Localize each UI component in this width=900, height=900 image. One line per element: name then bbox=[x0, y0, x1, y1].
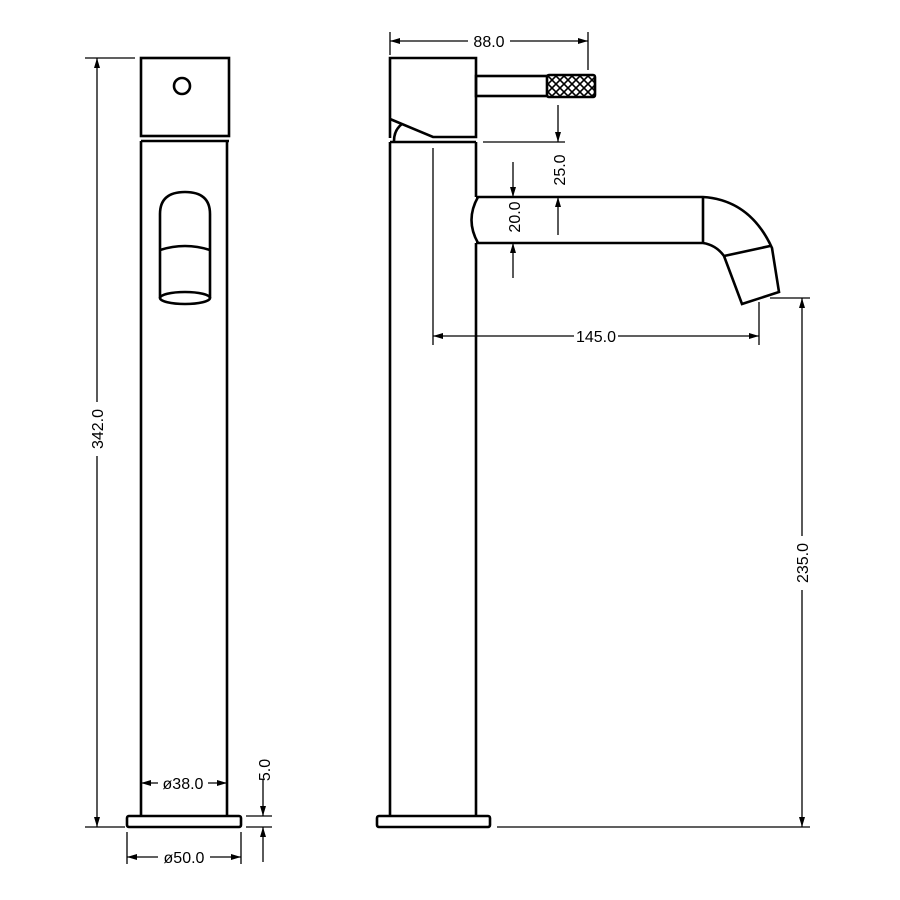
handle-body bbox=[388, 56, 478, 139]
body-tube bbox=[139, 141, 229, 816]
base-plate bbox=[125, 814, 243, 829]
base-diameter-label: ø50.0 bbox=[164, 850, 205, 867]
overall-height-label: 342.0 bbox=[90, 409, 107, 449]
slot-bottom bbox=[158, 290, 212, 306]
spout-end bbox=[470, 196, 480, 244]
spout bbox=[476, 195, 781, 306]
side-view: 88.0 25.0 20.0 145.0 235.0 bbox=[375, 32, 812, 829]
handle-curve bbox=[392, 122, 403, 142]
handle-reach-label: 88.0 bbox=[473, 34, 504, 51]
spout-diameter-label: 20.0 bbox=[507, 201, 524, 232]
knurled-lever-grip bbox=[545, 73, 597, 99]
indicator-dot-icon bbox=[172, 76, 192, 96]
spout-outlet-slot bbox=[158, 190, 212, 298]
lever-arm bbox=[474, 74, 550, 98]
front-view: 342.0 ø38.0 5.0 ø50.0 bbox=[85, 56, 274, 867]
spout-height-label: 235.0 bbox=[795, 543, 812, 583]
spout-joints bbox=[701, 197, 771, 258]
handle-clearance-label: 25.0 bbox=[552, 154, 569, 185]
handle-cap bbox=[139, 56, 231, 138]
side-body-tube bbox=[388, 140, 478, 816]
base-thickness-label: 5.0 bbox=[257, 759, 274, 781]
side-base-plate bbox=[375, 814, 492, 829]
slot-line bbox=[159, 244, 211, 252]
spout-reach-label: 145.0 bbox=[576, 329, 616, 346]
body-diameter-label: ø38.0 bbox=[163, 776, 204, 793]
